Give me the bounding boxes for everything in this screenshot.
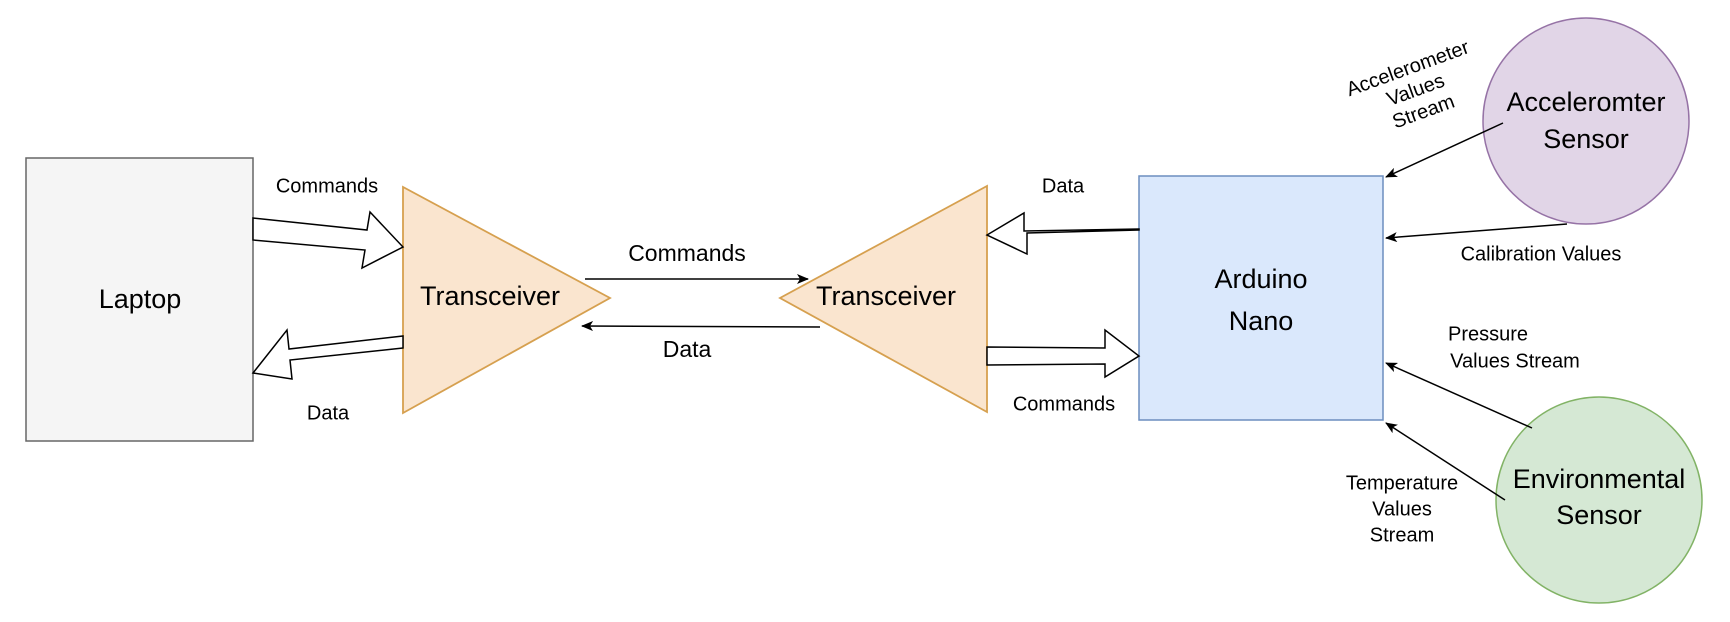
- transceiver-right-node: Transceiver: [778, 184, 988, 414]
- transceiver-left-label: Transceiver: [420, 281, 560, 311]
- accelerometer-stream-label: Accelerometer Values Stream: [1344, 36, 1473, 133]
- pressure-stream-arrow: [1385, 362, 1533, 429]
- laptop-to-transceiver-commands-arrow: [252, 210, 405, 270]
- laptop-data-label: Data: [307, 402, 350, 424]
- environmental-sensor-node: Environmental Sensor: [1495, 396, 1703, 604]
- arduino-to-transceiver-data-arrow: [985, 211, 1140, 256]
- environmental-sensor-label-line1: Environmental: [1513, 464, 1686, 494]
- transceiver-link-commands-label: Commands: [628, 240, 746, 266]
- transceiver-to-arduino-commands-arrow: [986, 328, 1141, 379]
- arduino-commands-label: Commands: [1013, 393, 1115, 415]
- environmental-sensor-circle: [1495, 396, 1703, 604]
- calibration-values-label: Calibration Values: [1461, 243, 1622, 265]
- arduino-nano-box: [1138, 175, 1384, 421]
- transceiver-right-triangle: [778, 184, 988, 414]
- transceiver-to-laptop-data-arrow: [251, 328, 404, 380]
- accelerometer-sensor-label-line2: Sensor: [1543, 124, 1629, 154]
- accelerometer-sensor-label-line1: Acceleromter: [1506, 87, 1665, 117]
- laptop-label: Laptop: [99, 284, 182, 314]
- temperature-stream-label-line1: Temperature: [1346, 472, 1458, 494]
- accelerometer-stream-arrow: [1385, 122, 1504, 178]
- transceiver-left-node: Transceiver: [402, 185, 612, 415]
- laptop-node: Laptop: [25, 157, 254, 442]
- transceiver-link-data-label: Data: [663, 336, 712, 362]
- laptop-box: [25, 157, 254, 442]
- environmental-sensor-label-line2: Sensor: [1556, 500, 1642, 530]
- arduino-data-label: Data: [1042, 175, 1085, 197]
- temperature-stream-label-line3: Stream: [1370, 524, 1434, 546]
- temperature-stream-label-line2: Values: [1372, 498, 1432, 520]
- transceiver-left-triangle: [402, 185, 612, 415]
- arduino-nano-label-line1: Arduino: [1214, 264, 1307, 294]
- pressure-stream-label-line2: Values Stream: [1450, 350, 1580, 372]
- calibration-values-arrow: [1385, 223, 1568, 243]
- arduino-nano-node: Arduino Nano: [1138, 175, 1384, 421]
- temperature-stream-arrow: [1385, 422, 1506, 501]
- transceiver-link-data-arrow: [581, 321, 821, 332]
- accelerometer-sensor-node: Acceleromter Sensor: [1482, 17, 1690, 225]
- transceiver-right-label: Transceiver: [816, 281, 956, 311]
- pressure-stream-label-line1: Pressure: [1448, 323, 1528, 345]
- laptop-commands-label: Commands: [276, 175, 378, 197]
- arduino-nano-label-line2: Nano: [1229, 306, 1294, 336]
- accelerometer-sensor-circle: [1482, 17, 1690, 225]
